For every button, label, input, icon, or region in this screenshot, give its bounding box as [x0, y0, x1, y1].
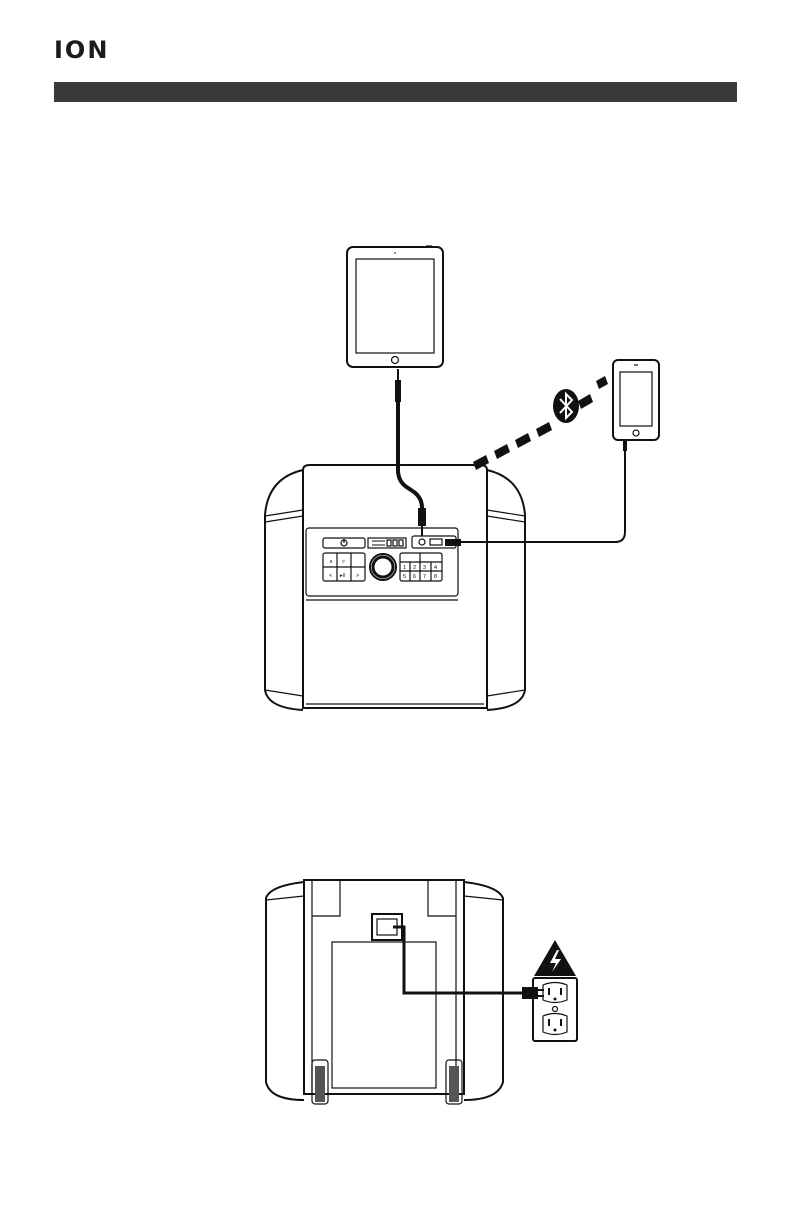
- keypad-label: 6: [413, 574, 416, 580]
- phone-device: [613, 360, 659, 440]
- bluetooth-signal: [473, 376, 608, 470]
- keypad-label: 7: [423, 574, 426, 580]
- wall-outlet: [533, 978, 577, 1041]
- keypad-label: 4: [434, 565, 437, 571]
- keypad-label: 8: [434, 574, 437, 580]
- power-cord: [393, 927, 544, 999]
- svg-text:▸‖: ▸‖: [340, 573, 345, 579]
- left-wheel: [312, 1060, 328, 1104]
- bluetooth-icon: [553, 389, 579, 423]
- usb-cable: [445, 441, 627, 546]
- keypad-label: 5: [403, 574, 406, 580]
- keypad-label: 2: [413, 565, 416, 571]
- svg-text:>: >: [356, 573, 359, 579]
- high-voltage-warning-icon: [534, 940, 576, 976]
- keypad-label: 3: [423, 565, 426, 571]
- outlet-socket: [543, 983, 567, 1003]
- keypad-label: 1: [403, 565, 406, 571]
- tablet-device: [347, 246, 443, 367]
- aux-cable: [395, 369, 426, 536]
- speaker-front: ∧ ▿ < ▸‖ > 1 2 3 4 5 6 7 8: [265, 465, 525, 710]
- svg-text:▿: ▿: [342, 559, 345, 565]
- power-icon: [341, 539, 347, 546]
- svg-text:∧: ∧: [329, 559, 333, 565]
- outlet-socket: [543, 1014, 567, 1035]
- right-wheel: [446, 1060, 462, 1104]
- svg-text:<: <: [329, 573, 332, 579]
